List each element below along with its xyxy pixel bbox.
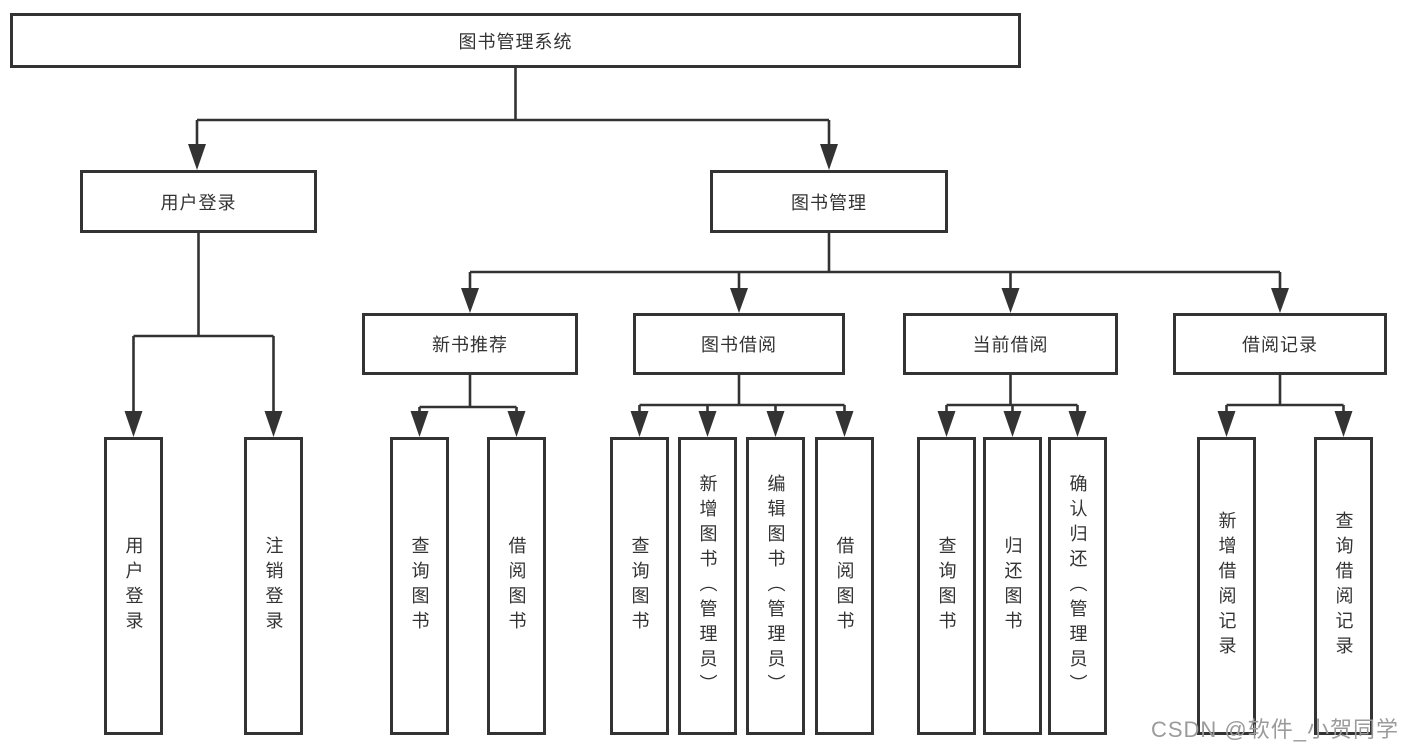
leaf-logout: 注销登录 <box>244 437 303 735</box>
node-book-borrow-label: 图书借阅 <box>701 335 777 355</box>
node-current-borrow-label: 当前借阅 <box>972 335 1049 355</box>
leaf-confirm-return-admin-label: 确认归还（管理员） <box>1067 473 1088 699</box>
leaf-add-borrow-record: 新增借阅记录 <box>1197 437 1256 735</box>
node-book-borrow: 图书借阅 <box>633 313 845 375</box>
leaf-user-login-label: 用户登录 <box>123 536 144 636</box>
node-root-system: 图书管理系统 <box>10 13 1021 68</box>
leaf-add-borrow-record-label: 新增借阅记录 <box>1216 511 1237 661</box>
node-borrow-record-label: 借阅记录 <box>1242 335 1318 355</box>
leaf-query-books-recommend: 查询图书 <box>390 437 449 735</box>
leaf-confirm-return-admin: 确认归还（管理员） <box>1048 437 1107 735</box>
leaf-query-books-current-label: 查询图书 <box>936 536 957 636</box>
leaf-add-books-admin: 新增图书（管理员） <box>678 437 737 735</box>
leaf-return-books: 归还图书 <box>983 437 1042 735</box>
node-new-book-recommend-label: 新书推荐 <box>432 335 508 355</box>
leaf-edit-books-admin: 编辑图书（管理员） <box>746 437 805 735</box>
node-user-login: 用户登录 <box>80 170 317 233</box>
node-borrow-record: 借阅记录 <box>1173 313 1387 375</box>
leaf-user-login: 用户登录 <box>104 437 163 735</box>
leaf-borrow-books-recommend-label: 借阅图书 <box>506 536 527 636</box>
leaf-borrow-books-label: 借阅图书 <box>834 536 855 636</box>
leaf-borrow-books: 借阅图书 <box>815 437 874 735</box>
leaf-return-books-label: 归还图书 <box>1002 536 1023 636</box>
leaf-query-books-recommend-label: 查询图书 <box>409 536 430 636</box>
leaf-edit-books-admin-label: 编辑图书（管理员） <box>765 473 786 699</box>
leaf-borrow-books-recommend: 借阅图书 <box>487 437 546 735</box>
node-current-borrow: 当前借阅 <box>903 313 1118 375</box>
node-book-management: 图书管理 <box>710 170 948 233</box>
leaf-logout-label: 注销登录 <box>263 536 284 636</box>
leaf-query-books-current: 查询图书 <box>917 437 976 735</box>
node-new-book-recommend: 新书推荐 <box>362 313 578 375</box>
csdn-watermark: CSDN @软件_小贺同学 <box>1150 717 1399 742</box>
leaf-query-books-borrow: 查询图书 <box>610 437 669 735</box>
leaf-add-books-admin-label: 新增图书（管理员） <box>697 473 718 699</box>
leaf-query-borrow-record: 查询借阅记录 <box>1314 437 1373 735</box>
leaf-query-borrow-record-label: 查询借阅记录 <box>1333 511 1354 661</box>
arrow-down-icons <box>124 144 1353 437</box>
node-root-label: 图书管理系统 <box>458 31 573 52</box>
node-book-management-label: 图书管理 <box>791 192 867 213</box>
leaf-query-books-borrow-label: 查询图书 <box>629 536 650 636</box>
node-user-login-label: 用户登录 <box>160 192 237 213</box>
